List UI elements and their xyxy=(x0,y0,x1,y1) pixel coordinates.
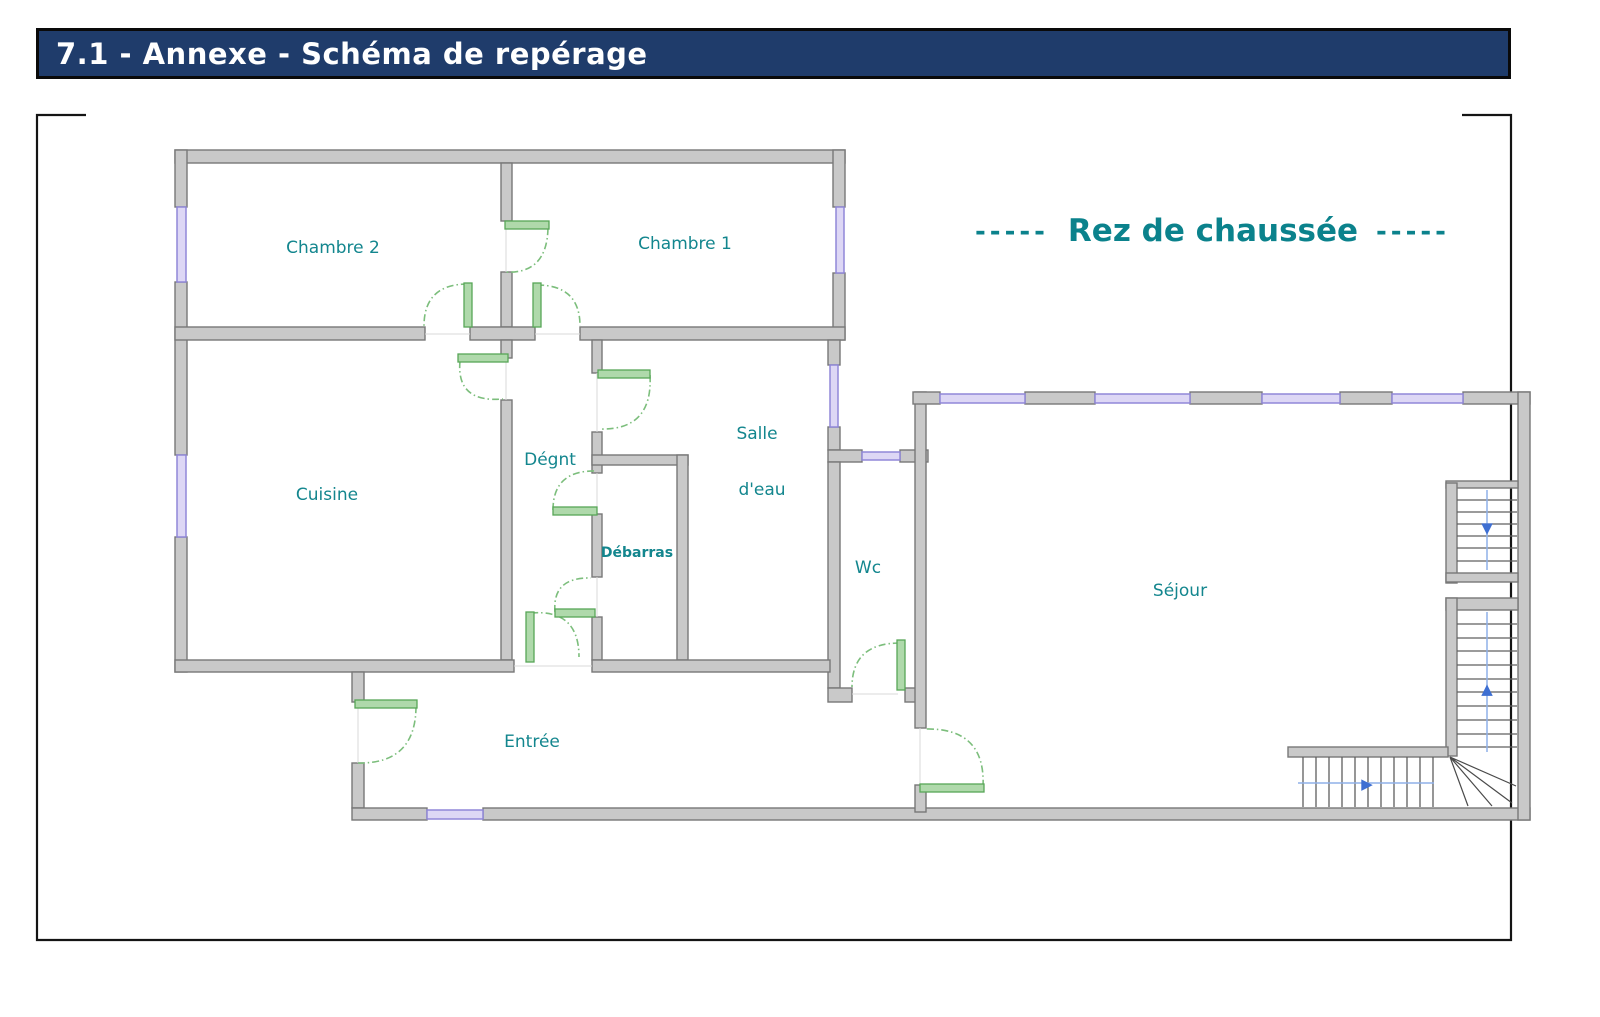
section-title-bar: 7.1 - Annexe - Schéma de repérage xyxy=(36,28,1511,79)
door-leaves xyxy=(354,220,985,793)
room-label-wc: Wc xyxy=(855,558,881,578)
windows xyxy=(176,206,1464,820)
floor-title-dashes-right: ----- xyxy=(1376,217,1450,247)
floor-title-dashes-left: ----- xyxy=(975,217,1049,247)
room-labels: Chambre 2 Chambre 1 Cuisine Dégnt Salle … xyxy=(286,234,1207,752)
floor-title: ----- Rez de chaussée ----- xyxy=(975,213,1450,249)
room-label-salle-eau-line1: Salle xyxy=(736,424,777,444)
page-frame xyxy=(35,113,1513,942)
room-label-chambre1: Chambre 1 xyxy=(638,234,732,254)
room-label-salle-eau-line2: d'eau xyxy=(738,480,785,500)
walls xyxy=(174,149,1531,821)
room-label-debarras: Débarras xyxy=(601,545,673,561)
door-swing-arcs xyxy=(357,227,984,788)
room-label-cuisine: Cuisine xyxy=(296,485,358,505)
stair-down-arrow-icon: ▼ xyxy=(1481,519,1493,537)
winder-steps xyxy=(1449,756,1517,807)
room-label-entree: Entrée xyxy=(504,732,560,752)
staircase-down: ▼ xyxy=(1457,490,1517,570)
staircase-bottom: ▶ xyxy=(1298,756,1517,807)
room-label-sejour: Séjour xyxy=(1153,581,1207,601)
opening-guides xyxy=(357,221,921,785)
stair-up-arrow-icon: ▲ xyxy=(1481,680,1493,698)
room-label-chambre2: Chambre 2 xyxy=(286,238,380,258)
stair-right-arrow-icon: ▶ xyxy=(1361,775,1373,793)
room-label-degagement: Dégnt xyxy=(524,450,576,470)
page-title: 7.1 - Annexe - Schéma de repérage xyxy=(56,36,648,71)
staircase-up: ▲ xyxy=(1457,612,1517,752)
floor-title-text: Rez de chaussée xyxy=(1068,213,1358,249)
